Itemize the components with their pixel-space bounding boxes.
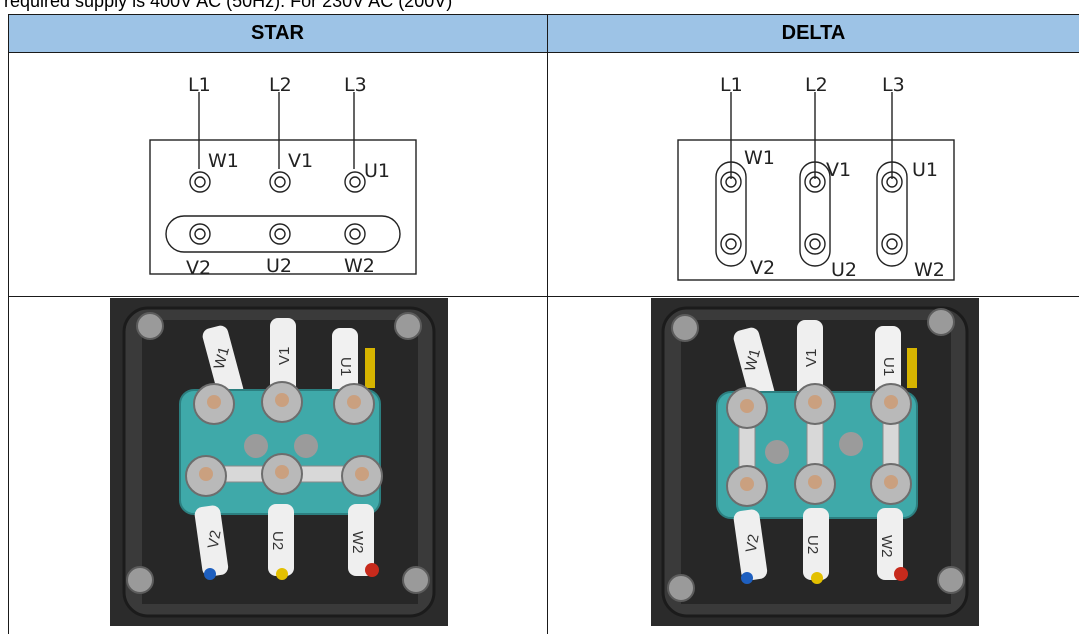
star-line-label-1: L1	[188, 74, 211, 96]
delta-terminal-u1: U1	[912, 159, 938, 181]
delta-terminal-v2: V2	[750, 257, 775, 279]
delta-terminal-photo: W1 V1 U1	[651, 298, 979, 631]
delta-terminal-u2: U2	[831, 259, 857, 281]
star-wire-label-v1: V1	[276, 347, 293, 365]
delta-wire-label-u1: U1	[880, 357, 897, 376]
star-terminal-w2: W2	[344, 255, 375, 277]
delta-wire-label-v2: V2	[743, 533, 763, 554]
delta-wire-label-u2: U2	[804, 535, 821, 554]
header-delta: DELTA	[548, 14, 1079, 52]
star-terminal-u2: U2	[266, 255, 292, 277]
star-wire-label-w2: W2	[349, 531, 366, 554]
star-wire-label-w1: W1	[211, 345, 233, 371]
star-line-label-2: L2	[269, 74, 292, 96]
delta-wire-label-w2: W2	[878, 535, 895, 558]
wiring-table: STAR DELTA	[8, 14, 1079, 634]
delta-terminal-w1: W1	[744, 147, 775, 169]
star-line-label-3: L3	[344, 74, 367, 96]
delta-terminal-w2: W2	[914, 259, 945, 281]
star-terminal-w1: W1	[208, 150, 239, 172]
star-terminal-photo: W1 V1 U1	[110, 298, 448, 631]
header-star: STAR	[8, 14, 547, 52]
delta-line-label-3: L3	[882, 74, 905, 96]
delta-line-label-2: L2	[805, 74, 828, 96]
delta-terminal-v1: V1	[826, 159, 851, 181]
star-wire-label-v2: V2	[205, 529, 225, 550]
star-wire-label-u2: U2	[269, 531, 286, 550]
star-wiring-diagram: L1 L2 L3 W1 V1 U1 V2 U2 W2	[148, 64, 418, 299]
delta-wire-label-v1: V1	[803, 349, 820, 367]
star-terminal-v1: V1	[288, 150, 313, 172]
delta-wiring-diagram: L1 L2 L3 W1 V1 U1 V2 U2 W2	[676, 64, 956, 301]
star-terminal-u1: U1	[364, 160, 390, 182]
delta-wire-label-w1: W1	[742, 347, 764, 373]
delta-line-label-1: L1	[720, 74, 743, 96]
star-wire-label-u1: U1	[337, 357, 354, 376]
cut-off-text: required supply is 400V AC (50Hz). For 2…	[4, 0, 453, 11]
star-terminal-v2: V2	[186, 257, 211, 279]
